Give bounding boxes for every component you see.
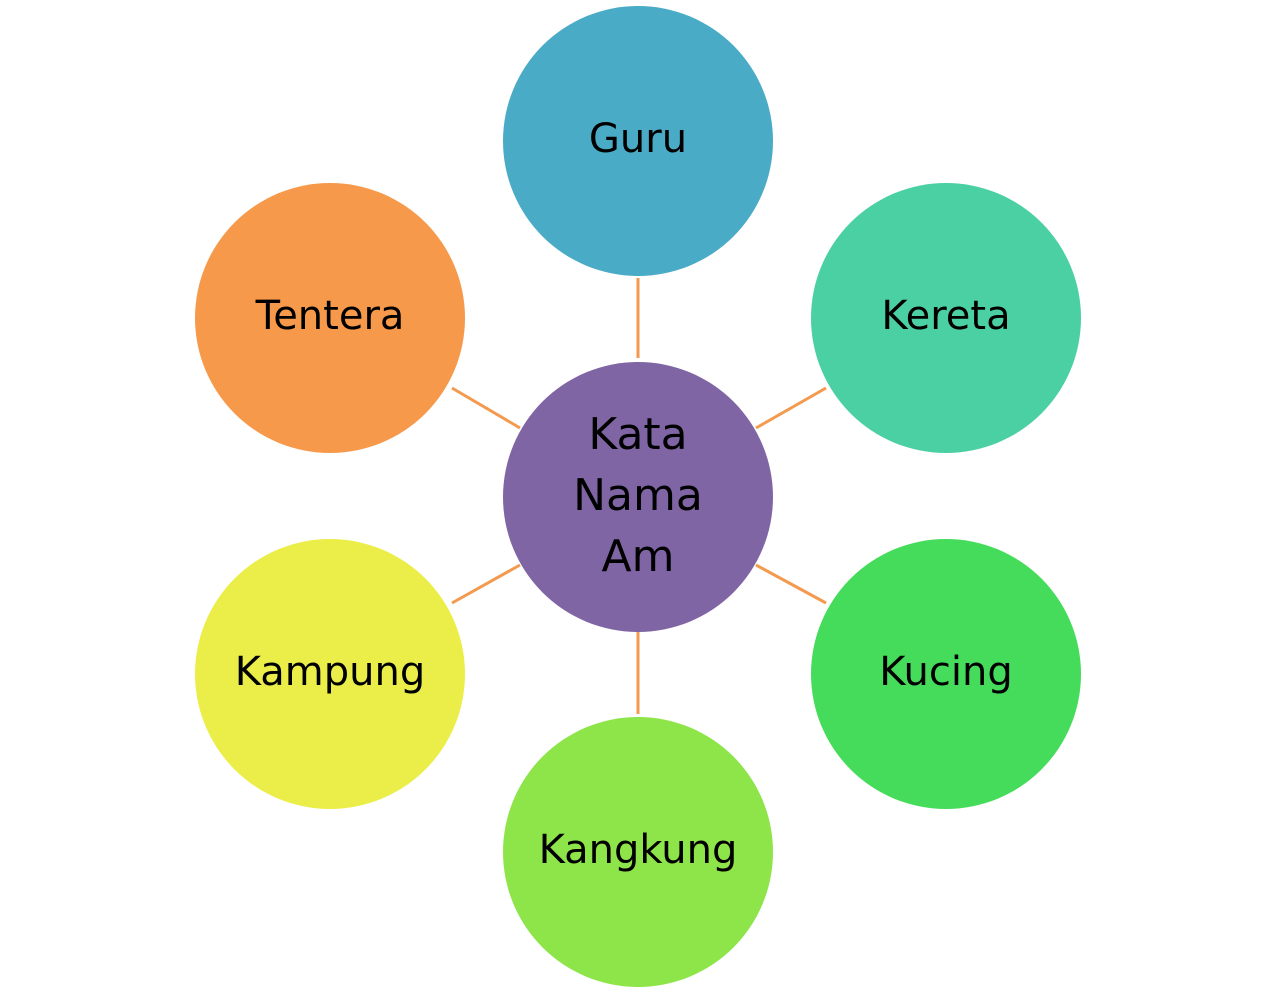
node-kampung: Kampung — [195, 539, 465, 809]
node-kucing: Kucing — [811, 539, 1081, 809]
node-kereta: Kereta — [811, 183, 1081, 453]
node-kereta-circle — [811, 183, 1081, 453]
center-label-line-2: Nama — [573, 470, 703, 521]
node-guru-label: Guru — [589, 116, 687, 162]
node-kangkung: Kangkung — [503, 717, 773, 987]
node-kangkung-circle — [503, 717, 773, 987]
center-circle — [503, 362, 773, 632]
node-kucing-label: Kucing — [879, 649, 1012, 695]
node-guru-circle — [503, 6, 773, 276]
connector-kucing — [755, 563, 827, 605]
node-tentera-circle — [195, 183, 465, 453]
node-tentera-label: Tentera — [255, 293, 405, 339]
center-node: Kata Nama Am — [503, 362, 773, 632]
connector-kampung — [451, 563, 521, 605]
center-label-line-3: Am — [602, 531, 675, 582]
node-kucing-circle — [811, 539, 1081, 809]
node-kampung-circle — [195, 539, 465, 809]
connector-kereta — [755, 386, 827, 430]
center-label-line-1: Kata — [588, 409, 687, 460]
node-guru: Guru — [503, 6, 773, 276]
node-kangkung-label: Kangkung — [539, 827, 738, 873]
connector-tentera — [451, 386, 521, 430]
node-kereta-label: Kereta — [881, 293, 1010, 339]
node-tentera: Tentera — [195, 183, 465, 453]
node-kampung-label: Kampung — [235, 649, 426, 695]
